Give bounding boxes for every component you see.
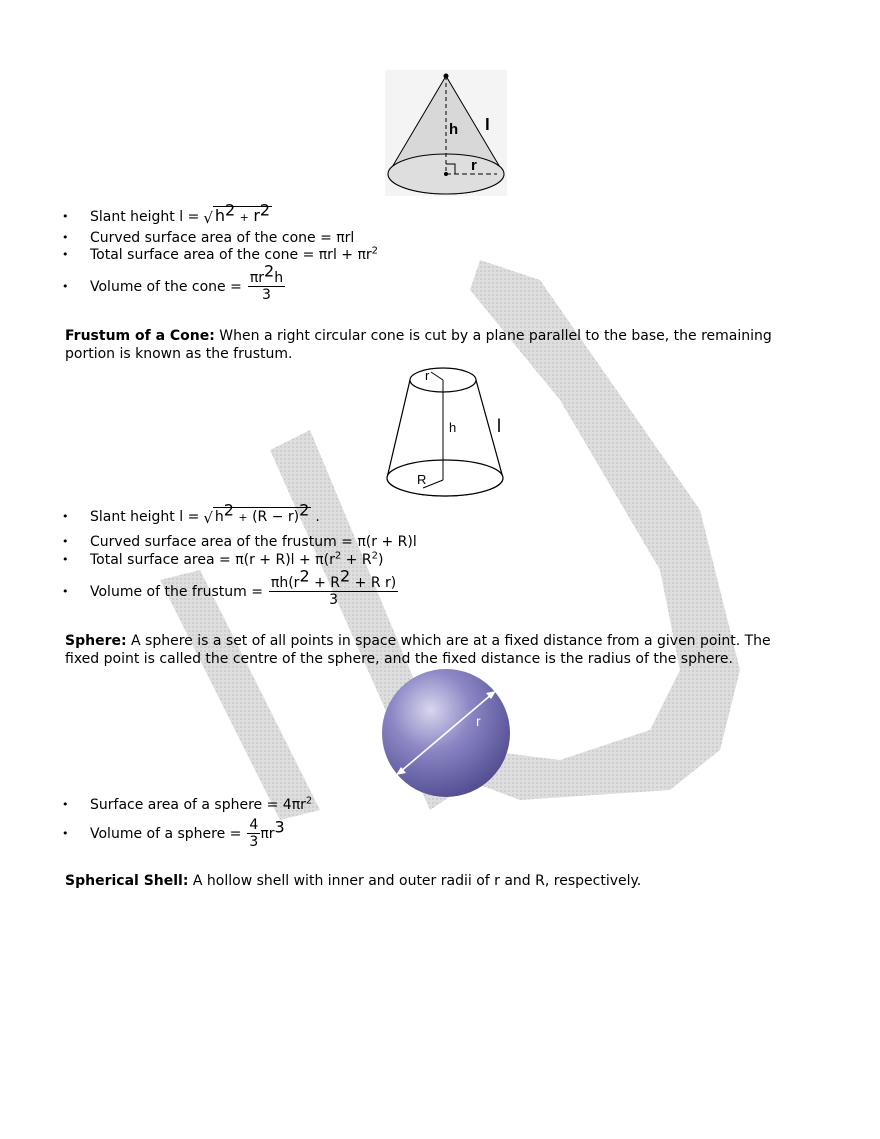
frustum-l-label: l [497, 416, 501, 436]
frustum-slant-label: Slant height l = [90, 509, 200, 525]
frustum-r-label: r [425, 368, 430, 383]
frustum-volume-label: Volume of the frustum = [90, 583, 263, 600]
sphere-surface-area: Surface area of a sphere = 4πr2 [90, 795, 313, 813]
cone-h-label: h [449, 121, 458, 138]
sphere-r-label: r [476, 713, 481, 729]
list-item: • Total surface area = π(r + R)l + π(r2 … [62, 550, 384, 568]
frustum-figure: r h l R [386, 367, 504, 497]
sqrt-expression: √h2 + r2 [203, 200, 273, 227]
sphere-volume-label: Volume of a sphere = [90, 825, 242, 842]
list-item: • Curved surface area of the cone = πrl [62, 230, 355, 246]
frustum-volume-fraction: πh(r2 + R2 + R r) 3 [268, 566, 399, 608]
cone-total-area: Total surface area of the cone = πrl + π… [90, 245, 379, 263]
cone-l-label: l [485, 115, 490, 134]
sqrt-expression: √h2 + (R − r)2 [203, 500, 312, 527]
cone-r-label: r [471, 157, 477, 174]
list-item: • Volume of the cone = πr2h 3 [62, 261, 286, 303]
list-item: • Volume of a sphere = 4 3 πr3 [62, 816, 285, 850]
cone-volume-fraction: πr2h 3 [247, 261, 286, 303]
list-item: • Volume of the frustum = πh(r2 + R2 + R… [62, 566, 399, 608]
frustum-curved-area: Curved surface area of the frustum = π(r… [90, 534, 417, 550]
cone-curved-area: Curved surface area of the cone = πrl [90, 230, 355, 246]
list-item: • Slant height l = √h2 + (R − r)2 . [62, 500, 320, 527]
frustum-h-label: h [449, 420, 456, 435]
frustum-heading: Frustum of a Cone: [65, 328, 215, 344]
shell-heading: Spherical Shell: [65, 873, 189, 889]
list-item: • Slant height l = √h2 + r2 [62, 200, 273, 227]
bullet: • [62, 209, 69, 223]
list-item: • Surface area of a sphere = 4πr2 [62, 795, 313, 813]
cone-slant-label: Slant height l = [90, 208, 200, 225]
list-item: • Curved surface area of the frustum = π… [62, 534, 417, 550]
shell-paragraph: Spherical Shell: A hollow shell with inn… [65, 873, 642, 889]
frustum-R-label: R [417, 472, 426, 487]
sphere-figure: r [382, 669, 510, 797]
cone-volume-label: Volume of the cone = [90, 278, 242, 295]
frustum-total-area: Total surface area = π(r + R)l + π(r2 + … [90, 550, 384, 568]
sphere-volume-fraction: 4 3 [247, 817, 261, 850]
sphere-paragraph: Sphere: A sphere is a set of all points … [65, 633, 771, 667]
sphere-volume-tail: πr3 [260, 816, 285, 842]
list-item: • Total surface area of the cone = πrl +… [62, 245, 379, 263]
sphere-heading: Sphere: [65, 633, 127, 649]
frustum-paragraph: Frustum of a Cone: When a right circular… [65, 328, 772, 362]
cone-figure: h l r [385, 70, 507, 196]
